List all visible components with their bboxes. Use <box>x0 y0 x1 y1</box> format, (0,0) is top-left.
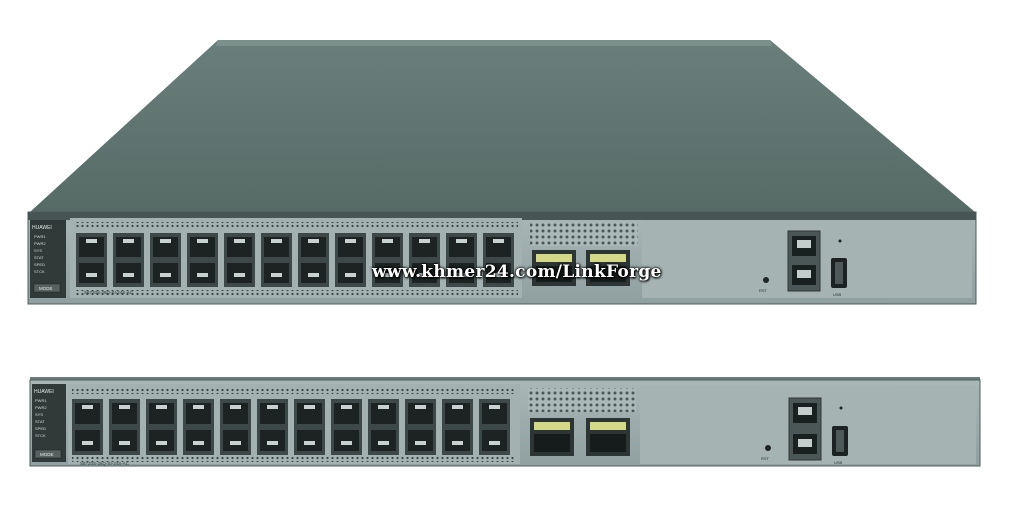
model-label: S6720S-26Q-SI-24S-AC <box>84 290 134 295</box>
switch-unit-bottom: HUAWEI PWR1 PWR2 SYS STAT SPED STCK MODE <box>29 377 981 467</box>
status-label: SPED <box>35 426 46 431</box>
status-label: STAT <box>34 255 44 260</box>
sfp-port-pair <box>335 233 366 287</box>
switch-unit-top: HUAWEI PWR1 PWR2 SYS STAT SPED STCK MODE <box>27 40 977 305</box>
status-label: PWR2 <box>34 241 46 246</box>
rj45-port-stack <box>787 230 821 292</box>
status-label: SYS <box>34 248 42 253</box>
sfp-port-pair <box>220 399 251 455</box>
status-label: STAT <box>35 419 45 424</box>
sfp-port-pair <box>409 233 440 287</box>
sfp-port-pair <box>183 399 214 455</box>
sfp-port-pair <box>446 233 477 287</box>
sfp-port-pair <box>150 233 181 287</box>
status-label: SPED <box>34 262 45 267</box>
model-label: S6720S-26Q-SI-24S-AC <box>80 461 130 466</box>
status-label: PWR1 <box>34 234 46 239</box>
sfp-port-pair <box>109 399 140 455</box>
status-label: STCK <box>34 269 45 274</box>
status-label: PWR2 <box>35 405 47 410</box>
sfp-port-pair <box>479 399 510 455</box>
sfp-port-pair <box>261 233 292 287</box>
reset-button <box>765 445 771 451</box>
vent-grille <box>530 222 638 246</box>
sfp-port-pair <box>146 399 177 455</box>
status-label: STCK <box>35 433 46 438</box>
sfp-port-pair <box>405 399 436 455</box>
usb-label: USB <box>833 292 842 297</box>
sfp-port-pair <box>372 233 403 287</box>
watermark-text: www.khmer24.com/LinkForge <box>372 262 662 282</box>
brand-logo: HUAWEI <box>34 389 54 395</box>
reset-label: RST <box>761 456 770 461</box>
sfp-port-pair <box>113 233 144 287</box>
reset-button <box>763 277 769 283</box>
sfp-port-pair <box>257 399 288 455</box>
vent-grille <box>528 388 636 412</box>
status-label: SYS <box>35 412 43 417</box>
mode-button <box>34 449 62 459</box>
mode-label: MODE <box>40 452 54 457</box>
sfp-port-pair <box>187 233 218 287</box>
sfp-port-pair <box>294 399 325 455</box>
sfp-port-pair <box>442 399 473 455</box>
rj45-port-stack <box>788 397 822 461</box>
status-led-strip <box>32 384 66 462</box>
sfp-port-pair <box>76 233 107 287</box>
sfp-port-pair <box>331 399 362 455</box>
reset-label: RST <box>759 288 768 293</box>
sfp-port-pair <box>298 233 329 287</box>
brand-logo: HUAWEI <box>32 225 52 231</box>
usb-label: USB <box>834 460 843 465</box>
chassis-top-cover <box>30 40 975 212</box>
sfp-port-pair <box>483 233 514 287</box>
sfp-port-pair <box>368 399 399 455</box>
sfp-port-pair <box>72 399 103 455</box>
status-label: PWR1 <box>35 398 47 403</box>
mode-button <box>33 283 61 293</box>
sfp-port-pair <box>224 233 255 287</box>
mode-label: MODE <box>39 286 53 291</box>
